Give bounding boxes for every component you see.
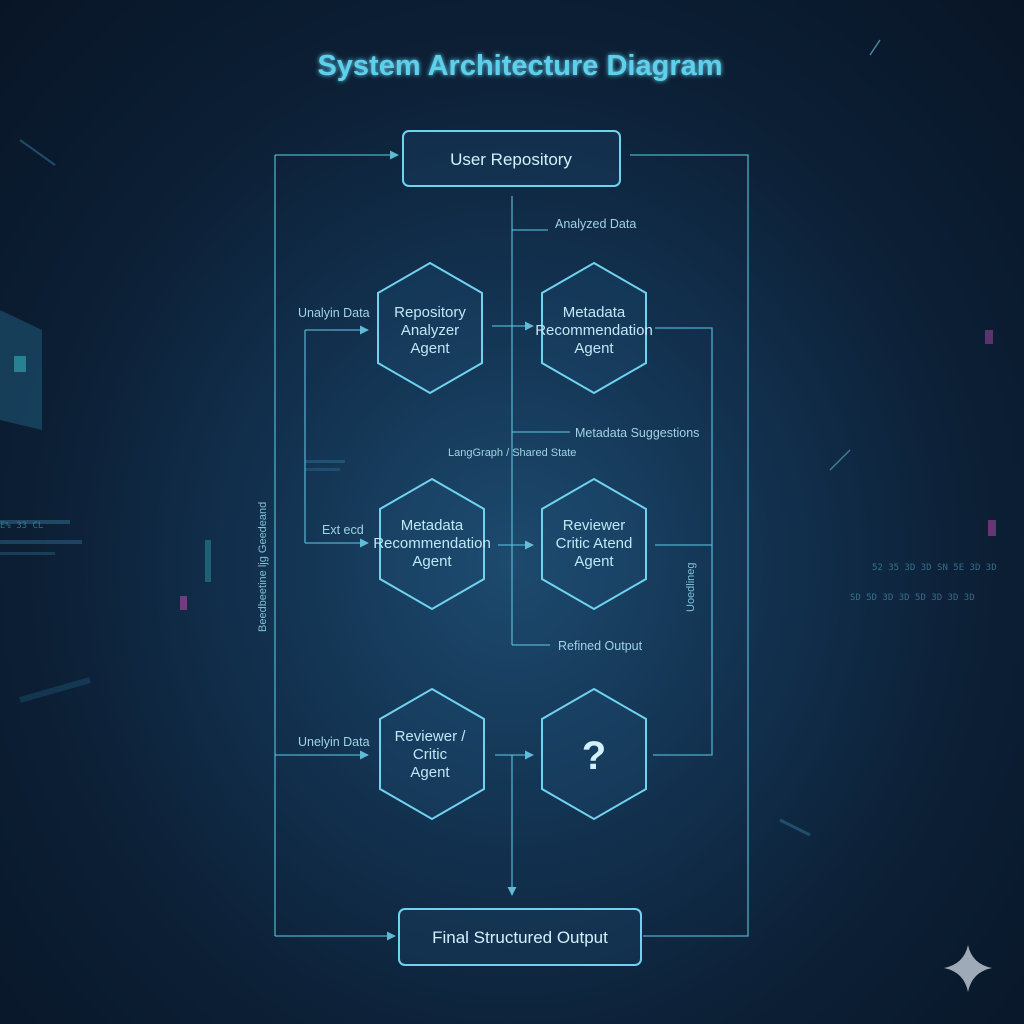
background-decoration: 52 35 3D 3D SN 5E 3D 3D SD 5D 3D 3D 5D 3… [0,39,997,837]
node-label-line: Repository [394,304,466,321]
edge-label-reviewer-input: Unelyin Data [298,735,370,749]
unknown-node[interactable]: ? [541,687,647,821]
sparkle-logo-icon [944,945,992,992]
node-label-line: Recommendation [373,535,491,552]
page-title: System Architecture Diagram [317,50,722,82]
node-label-line: Analyzer [401,322,459,339]
node-label-line: Reviewer [563,517,626,534]
user-repository-label: User Repository [450,150,572,169]
reviewer-critic-agent-bottom-node[interactable]: Reviewer / Critic Agent [379,687,485,821]
edge-label-shared-state: LangGraph / Shared State [448,447,576,459]
edge-label-metadata-suggestions: Metadata Suggestions [575,426,699,440]
svg-text:52 35 3D 3D SN 5E 3D 3D: 52 35 3D 3D SN 5E 3D 3D [872,563,997,573]
metadata-recommendation-agent-top-node[interactable]: Metadata Recommendation Agent [535,261,653,395]
connector-lines [274,150,749,941]
final-output-node[interactable]: Final Structured Output [398,908,642,966]
edge-label-ext-input: Ext ecd [322,523,364,537]
node-label-line: Metadata [401,517,464,534]
edge-label-analyzed-data: Analyzed Data [555,217,636,231]
node-label-line: Critic Atend [556,535,633,552]
svg-text:SD 5D 3D 3D 5D 3D 3D 3D: SD 5D 3D 3D 5D 3D 3D 3D [850,593,975,603]
side-label-left: Beedbeetine ljg Geedeand [257,502,269,632]
edge-label-analyzer-input: Unalyin Data [298,306,370,320]
node-label-line: Reviewer / [395,728,467,745]
node-label-line: Agent [574,553,614,570]
node-label-line: Metadata [563,304,626,321]
node-label-line: Recommendation [535,322,653,339]
side-label-right: Uoedlineg [685,562,697,612]
node-label-line: Agent [410,340,450,357]
final-output-label: Final Structured Output [432,928,608,947]
node-label-line: Agent [412,553,452,570]
node-label-line: Agent [574,340,614,357]
node-label-line: Agent [410,764,450,781]
repository-analyzer-agent-node[interactable]: Repository Analyzer Agent [377,261,483,395]
metadata-recommendation-agent-mid-node[interactable]: Metadata Recommendation Agent [373,477,491,611]
node-label-line: Critic [413,746,448,763]
question-mark-icon: ? [582,734,606,778]
edge-label-refined-output: Refined Output [558,639,643,653]
reviewer-critic-agent-mid-node[interactable]: Reviewer Critic Atend Agent [541,477,647,611]
svg-text:E% 33 CL: E% 33 CL [0,521,43,531]
user-repository-node[interactable]: User Repository [402,130,621,187]
